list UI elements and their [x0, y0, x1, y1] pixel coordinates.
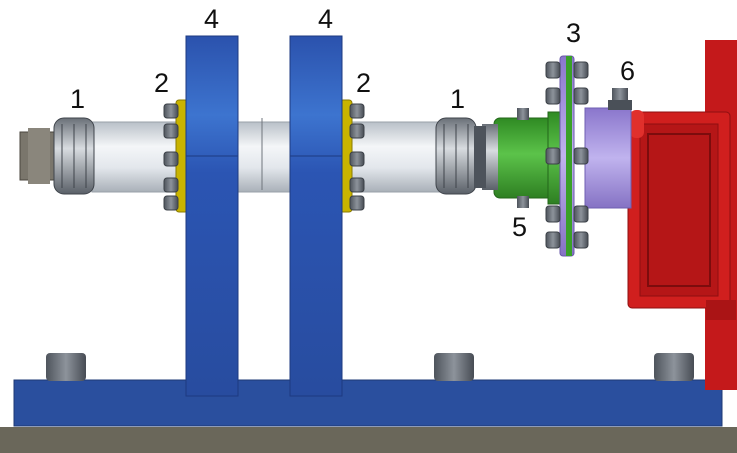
support-left: [185, 35, 239, 397]
motor-screw: [608, 88, 632, 110]
flange-right: [339, 99, 365, 213]
label-collet-right: 1: [450, 84, 466, 114]
label-motor-screw: 6: [620, 56, 636, 86]
coupling-disc: [545, 55, 589, 257]
label-support-right: 4: [318, 4, 334, 34]
ground: [0, 427, 737, 453]
support-right: [289, 35, 343, 397]
label-coupling: 3: [566, 18, 582, 48]
label-flange-left: 2: [154, 68, 170, 98]
label-support-left: 4: [204, 4, 220, 34]
motor: [627, 40, 737, 390]
shaft-tube: [91, 121, 445, 193]
base-plate: [13, 379, 723, 427]
collet-right: [435, 117, 486, 195]
flange-left: [163, 99, 189, 213]
label-collet-left: 1: [70, 84, 86, 114]
label-green-hub: 5: [512, 212, 528, 242]
label-flange-right: 2: [356, 68, 372, 98]
coupling-body: [584, 107, 632, 209]
collet-left: [53, 117, 95, 195]
end-nut: [19, 128, 57, 184]
base-posts: [46, 353, 694, 381]
